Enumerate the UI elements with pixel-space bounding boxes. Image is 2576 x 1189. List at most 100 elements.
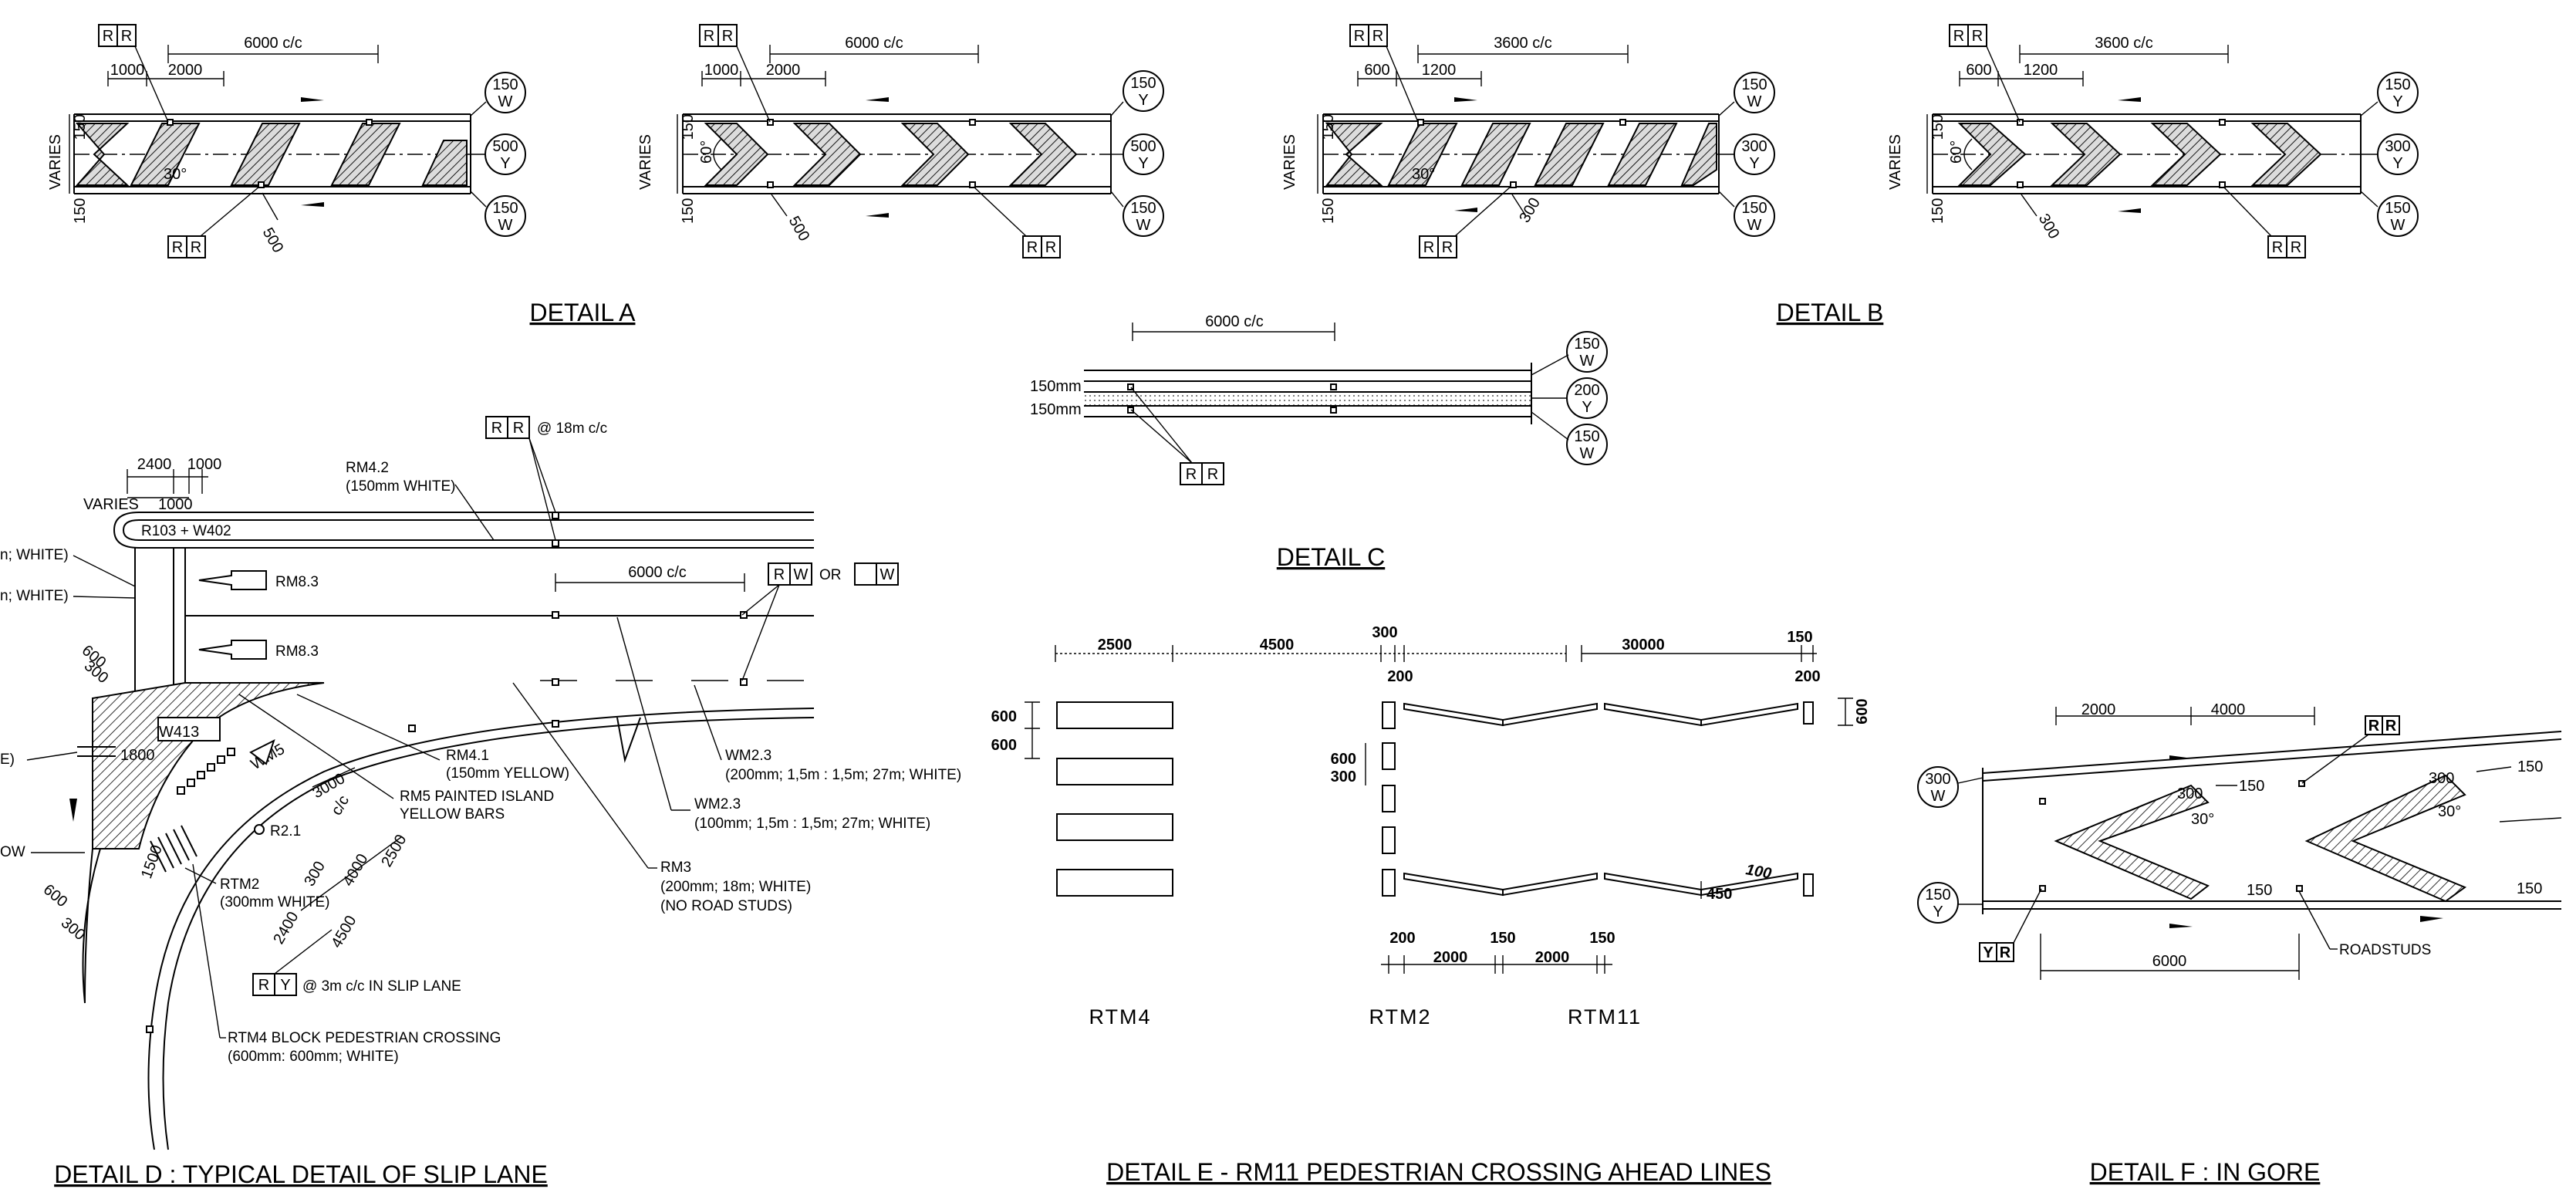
cut-label: n; WHITE) — [0, 547, 69, 563]
detail-f: 2000 4000 R R 300 W 150 Y 300 150 30° 30… — [1917, 701, 2562, 1186]
detail-a-right-panel: 6000 c/c 1000 2000 R R R R 150 VARIES 15… — [637, 24, 1164, 258]
svg-text:150: 150 — [1741, 200, 1767, 217]
stud-dim: 500 — [259, 225, 287, 256]
svg-text:Y: Y — [1138, 92, 1148, 109]
dim-label: 6000 — [2152, 953, 2187, 970]
detail-b-right-panel: 3600 c/c 600 1200 R R R R 150 VARIES 150… — [1887, 24, 2419, 258]
svg-text:Y: Y — [1138, 155, 1148, 172]
marking-label: RM5 PAINTED ISLAND — [400, 789, 554, 805]
rtm2-label: RTM2 — [1369, 1005, 1431, 1029]
arrow-icon — [301, 202, 324, 207]
dim-label: 600 — [40, 881, 71, 910]
marking-code-circle: 300 Y — [1734, 133, 1775, 175]
stud-label: R — [774, 566, 785, 583]
detail-c: 6000 c/c 150mm 150mm R R 150 W 200 Y 1 — [1030, 313, 1608, 571]
marking-code-circle: 150 W — [484, 72, 526, 113]
stud-label: R — [172, 239, 183, 256]
stud-label: R — [1354, 28, 1365, 45]
detail-e: 2500 4500 300 200 30000 150 200 600 600 … — [991, 624, 1871, 1186]
stud-label: R — [1027, 239, 1038, 256]
stud-dim: 300 — [2035, 211, 2063, 242]
side-dim: VARIES — [1887, 134, 1904, 190]
svg-text:150: 150 — [492, 76, 518, 93]
dim-label: 300 — [1331, 768, 1356, 785]
dim-label: 150 — [1787, 629, 1812, 646]
marking-label: (300mm WHITE) — [220, 894, 330, 910]
dim-label: 150 — [2247, 882, 2272, 899]
arrow-icon — [249, 739, 275, 765]
arrow-icon — [198, 640, 267, 660]
marking-code-circle: 150 Y — [2377, 72, 2419, 113]
dim-1: 1000 — [110, 62, 145, 79]
spacing-dim: 3600 c/c — [2095, 35, 2153, 52]
dim-2: 1200 — [2024, 62, 2058, 79]
chevron-marks — [1957, 123, 2322, 186]
gore-chevrons — [2054, 774, 2467, 903]
dim-label: 300 — [301, 859, 329, 890]
angle-label: 30° — [164, 166, 187, 183]
marking-label: RM3 — [660, 860, 691, 876]
detail-a-title: DETAIL A — [530, 299, 636, 326]
svg-text:300: 300 — [2385, 138, 2410, 155]
detail-a-left-panel: 6000 c/c 1000 2000 R R R R 150 VARIES 15… — [47, 24, 526, 258]
marking-label: RM4.2 — [346, 460, 389, 476]
stud-label: R — [2368, 718, 2380, 735]
detail-d: W413 1800 RM8.3 RM8.3 2400 1000 V — [0, 416, 961, 1188]
rtm4-blocks — [1056, 701, 1173, 897]
dim-label: 150 — [2517, 758, 2543, 775]
angle-label: 60° — [1948, 140, 1965, 164]
dim-label: 300 — [2177, 785, 2203, 802]
svg-text:150: 150 — [1741, 76, 1767, 93]
svg-text:W: W — [1580, 353, 1595, 370]
dim-label: VARIES — [83, 496, 139, 513]
dim-label: 450 — [1707, 886, 1732, 903]
stud-label: R — [1186, 466, 1197, 483]
side-dim: 150 — [680, 114, 697, 140]
dim-label: 4500 — [1260, 637, 1295, 654]
svg-text:150: 150 — [1925, 887, 1950, 904]
dim-label: 30000 — [1622, 637, 1665, 654]
width-dim: 150mm — [1030, 401, 1082, 418]
marking-label: (200mm; 18m; WHITE) — [660, 879, 811, 895]
stud-label: R — [2000, 944, 2011, 961]
svg-text:150: 150 — [2385, 200, 2410, 217]
stud-dim: 300 — [1516, 195, 1544, 226]
stud-label: R — [2291, 239, 2301, 256]
dim-label: 100 — [1744, 861, 1773, 882]
angle-label: 30° — [2438, 803, 2461, 820]
svg-text:Y: Y — [1582, 399, 1592, 416]
cut-label: OW — [0, 844, 25, 860]
side-dim: 150 — [1929, 198, 1946, 224]
stud-label: R — [1423, 239, 1434, 256]
dim-1: 600 — [1364, 62, 1389, 79]
marking-label: RTM2 — [220, 877, 259, 893]
arrow-icon — [866, 213, 889, 218]
dim-1: 600 — [1966, 62, 1991, 79]
svg-text:Y: Y — [2392, 93, 2402, 110]
marking-label: RM4.1 — [446, 748, 489, 764]
svg-text:W: W — [1747, 93, 1762, 110]
side-dim: VARIES — [637, 134, 654, 190]
dim-label: 150 — [2239, 778, 2264, 795]
dim-label: 2000 — [1433, 949, 1468, 966]
svg-text:Y: Y — [500, 155, 510, 172]
width-dim: 150mm — [1030, 378, 1082, 395]
marking-label: RM8.3 — [275, 643, 319, 660]
svg-text:150: 150 — [1574, 428, 1599, 445]
marking-code-circle: 500 Y — [1123, 133, 1164, 175]
dim-label: 2500 — [1098, 637, 1133, 654]
marking-label: (200mm; 1,5m : 1,5m; 27m; WHITE) — [725, 767, 961, 783]
angle-label: 60° — [698, 140, 715, 164]
svg-text:150: 150 — [1574, 336, 1599, 353]
sign-label: R2.1 — [270, 823, 301, 839]
stud-label: W — [794, 566, 809, 583]
stud-dim: 500 — [785, 214, 813, 245]
stud-label: R — [491, 420, 502, 437]
stud-label: R — [1372, 28, 1383, 45]
svg-text:W: W — [1136, 217, 1151, 234]
spacing-dim: 6000 c/c — [628, 564, 687, 581]
svg-text:Y: Y — [1933, 904, 1943, 920]
dim-label: 2400 — [137, 456, 172, 473]
marking-code-circle: 150 W — [1123, 195, 1164, 237]
stud-note: @ 18m c/c — [537, 421, 607, 437]
